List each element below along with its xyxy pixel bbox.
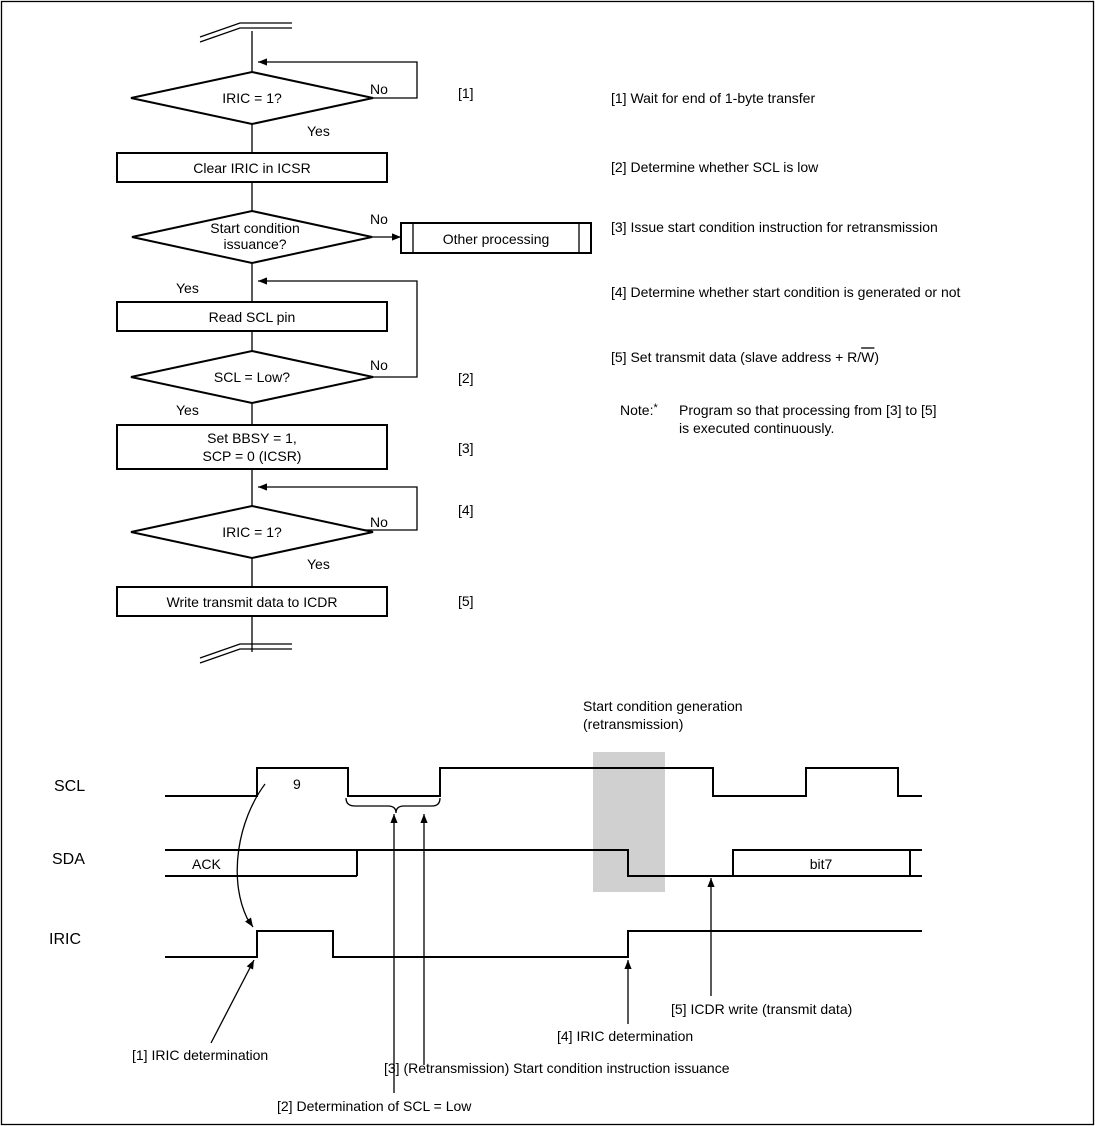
iric-waveform [165, 930, 922, 958]
decision-iric-1-text: IRIC = 1? [222, 90, 282, 106]
sda-bit7-label: bit7 [810, 856, 833, 872]
ann2-text: [2] Determination of SCL = Low [277, 1098, 472, 1114]
decision-scl-low-yes: Yes [176, 402, 199, 418]
subprocess-other-processing-text: Other processing [443, 231, 550, 247]
scl-to-iric-arrow [236, 783, 266, 928]
note-4: [4] Determine whether start condition is… [611, 284, 961, 300]
decision-iric-1-no: No [370, 81, 388, 97]
ann3-text: [3] (Retransmission) Start condition ins… [384, 1060, 730, 1076]
note-3: [3] Issue start condition instruction fo… [611, 219, 938, 235]
process-set-bbsy-line2: SCP = 0 (ICSR) [203, 448, 302, 464]
process-read-scl [116, 301, 388, 332]
note-label: Note:* [620, 402, 658, 418]
decision-scl-low-no: No [370, 357, 388, 373]
signal-label-scl: SCL [54, 778, 85, 795]
start-condition-label-line1: Start condition generation [583, 698, 743, 714]
process-write-icdr-ref: [5] [458, 593, 474, 609]
decision-iric-2-ref: [4] [458, 502, 474, 518]
ann4-text: [4] IRIC determination [557, 1028, 693, 1044]
loop-arrow-2 [258, 277, 418, 378]
note-2: [2] Determine whether SCL is low [611, 159, 819, 175]
timing-diagram: Start condition generation (retransmissi… [49, 698, 922, 1114]
decision-start-condition-line1: Start condition [210, 220, 300, 236]
loop-arrow-1 [258, 58, 418, 99]
scl-waveform [165, 767, 922, 797]
flowchart: IRIC = 1? No Yes [1] Clear IRIC in ICSR … [116, 22, 592, 664]
decision-start-condition-no: No [370, 211, 388, 227]
decision-iric-1-ref: [1] [458, 85, 474, 101]
process-read-scl-text: Read SCL pin [209, 309, 296, 325]
process-set-bbsy-line1: Set BBSY = 1, [207, 430, 297, 446]
scl-pulse-9: 9 [293, 776, 301, 792]
start-condition-label-line2: (retransmission) [583, 716, 683, 732]
note-line-2: is executed continuously. [679, 420, 834, 436]
signal-label-iric: IRIC [49, 931, 81, 948]
decision-scl-low-text: SCL = Low? [214, 369, 290, 385]
decision-iric-2-no: No [370, 514, 388, 530]
sda-waveform [357, 849, 911, 877]
ann1-text: [1] IRIC determination [132, 1047, 268, 1063]
decision-iric-2-yes: Yes [307, 556, 330, 572]
process-write-icdr [116, 586, 388, 617]
break-symbol-top [199, 22, 292, 38]
decision-scl-low-ref: [2] [458, 370, 474, 386]
scl-low-brace [345, 797, 441, 814]
note-1: [1] Wait for end of 1-byte transfer [611, 90, 815, 106]
subprocess-other-processing [400, 222, 592, 254]
decision-iric-2-text: IRIC = 1? [222, 524, 282, 540]
process-set-bbsy [116, 424, 388, 470]
process-clear-iric-text: Clear IRIC in ICSR [193, 160, 310, 176]
decision-iric-1-yes: Yes [307, 123, 330, 139]
note-5: [5] Set transmit data (slave address + R… [611, 349, 879, 365]
ann1-arrow [210, 959, 255, 1044]
signal-label-sda: SDA [52, 851, 85, 868]
decision-start-condition-yes: Yes [176, 280, 199, 296]
loop-arrow-3 [258, 483, 418, 531]
process-write-icdr-text: Write transmit data to ICDR [167, 594, 338, 610]
ann5-text: [5] ICDR write (transmit data) [671, 1001, 852, 1017]
notes-panel: [1] Wait for end of 1-byte transfer [2] … [611, 90, 961, 436]
process-set-bbsy-ref: [3] [458, 440, 474, 456]
note-line-1: Program so that processing from [3] to [… [679, 402, 937, 418]
break-symbol-bottom [199, 643, 292, 659]
decision-start-condition-line2: issuance? [223, 236, 286, 252]
sda-ack-label: ACK [192, 856, 221, 872]
